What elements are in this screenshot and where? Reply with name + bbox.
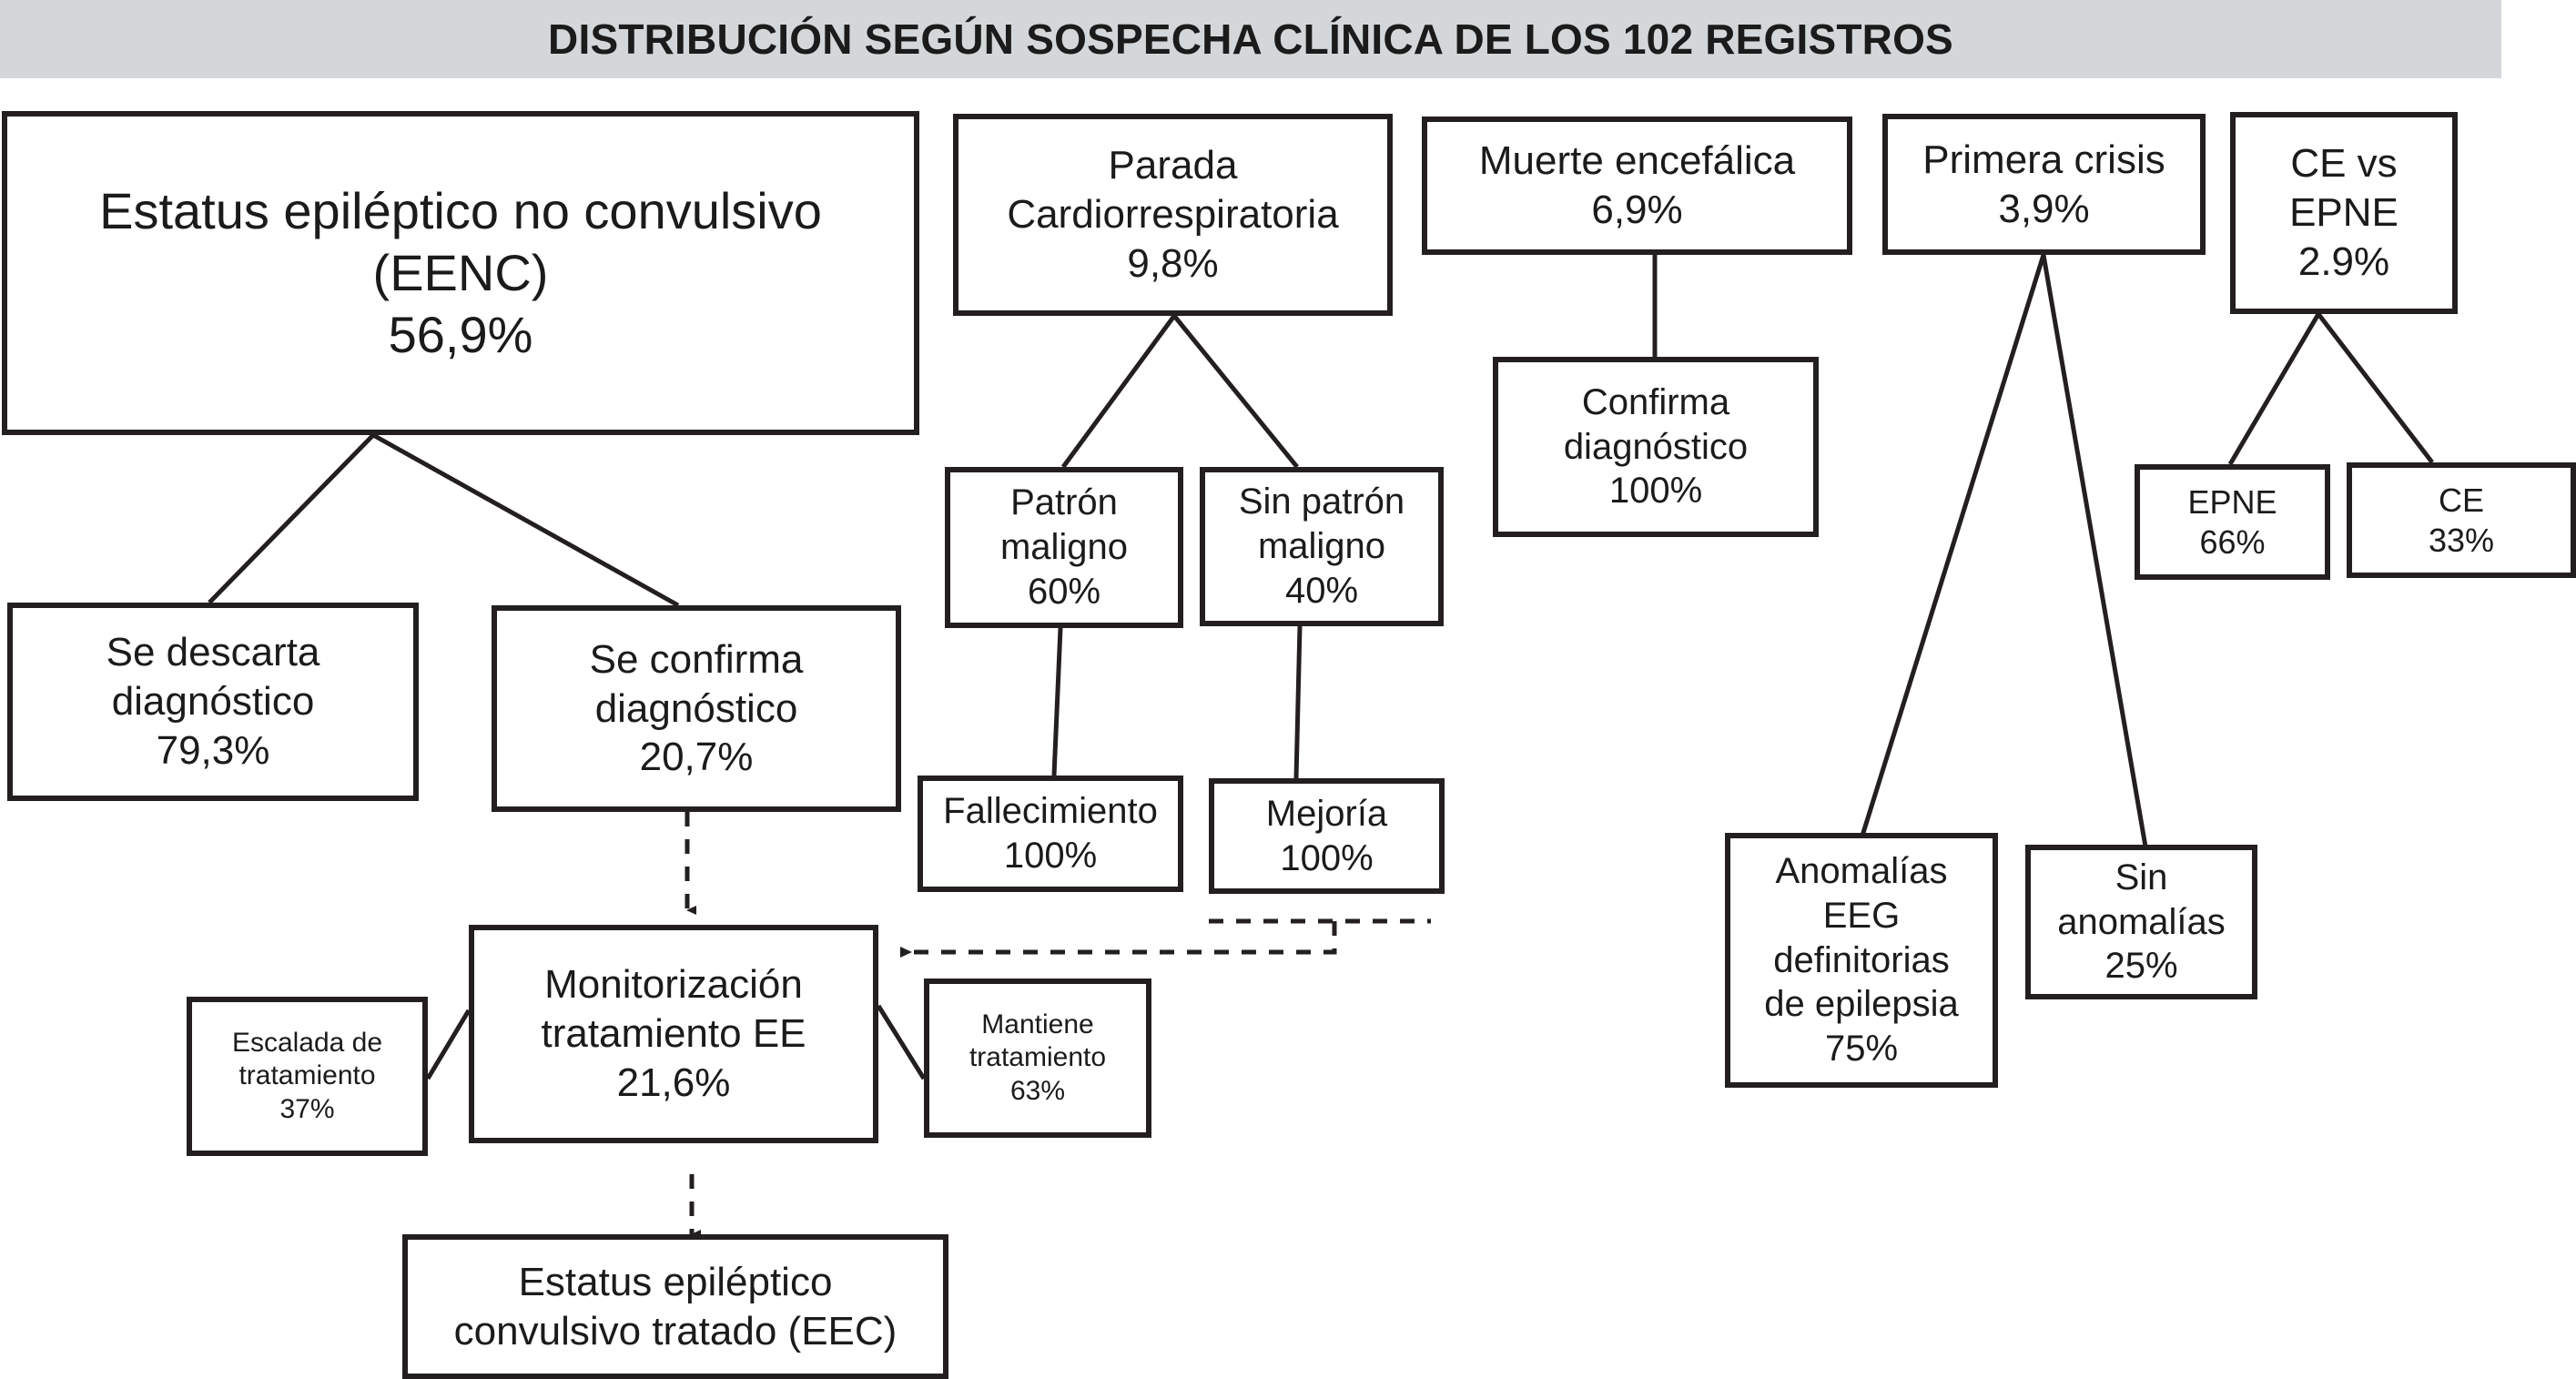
node-mejoria[interactable]: Mejoría 100% [1209, 778, 1445, 894]
node-ce-label: CE 33% [2428, 481, 2495, 559]
node-primera-crisis[interactable]: Primera crisis 3,9% [1882, 114, 2206, 255]
edge-primera-anomalias [1860, 254, 2046, 837]
edge-primera-sinanomalias [2041, 254, 2148, 847]
edge-eenc-confirma [371, 432, 680, 608]
edge-parada-sinpatron [1172, 314, 1299, 469]
node-sin-anomalias[interactable]: Sin anomalías 25% [2025, 845, 2257, 999]
node-eec-label: Estatus epiléptico convulsivo tratado (E… [453, 1259, 898, 1354]
edge-parada-patron [1060, 314, 1177, 469]
node-eec[interactable]: Estatus epiléptico convulsivo tratado (E… [402, 1234, 948, 1379]
node-cevsepne-label: CE vs EPNE 2.9% [2289, 141, 2399, 284]
node-muerte-encefalica[interactable]: Muerte encefálica 6,9% [1422, 117, 1852, 255]
edge-cevsepne-epne [2227, 312, 2321, 466]
node-patron-maligno[interactable]: Patrón maligno 60% [945, 467, 1183, 628]
node-se-descarta-diagnostico[interactable]: Se descarta diagnóstico 79,3% [7, 603, 419, 801]
node-escalada-label: Escalada de tratamiento 37% [231, 1027, 383, 1124]
node-monitorizacion-tratamiento[interactable]: Monitorización tratamiento EE 21,6% [469, 925, 878, 1143]
node-eenc[interactable]: Estatus epiléptico no convulsivo (EENC) … [2, 111, 919, 435]
node-epne[interactable]: EPNE 66% [2135, 464, 2330, 580]
edge-eenc-descarta [208, 433, 375, 604]
node-patron-label: Patrón maligno 60% [999, 482, 1129, 612]
node-mantiene-label: Mantiene tratamiento 63% [969, 1009, 1107, 1106]
node-anomalias-label: Anomalías EEG definitorias de epilepsia … [1764, 851, 1959, 1070]
node-escalada-tratamiento[interactable]: Escalada de tratamiento 37% [187, 997, 428, 1156]
node-confirma-diagnostico-muerte[interactable]: Confirma diagnóstico 100% [1493, 357, 1819, 537]
page-title: DISTRIBUCIÓN SEGÚN SOSPECHA CLÍNICA DE L… [548, 15, 1953, 63]
node-monitorizacion-label: Monitorización tratamiento EE 21,6% [541, 962, 806, 1105]
edge-monitorizacion-mantiene [876, 1004, 927, 1080]
node-confirma-muerte-label: Confirma diagnóstico 100% [1563, 381, 1749, 512]
node-sin-patron-maligno[interactable]: Sin patrón maligno 40% [1200, 467, 1444, 626]
edge-monitorizacion-escalada [425, 1009, 472, 1080]
node-sinanomalias-label: Sin anomalías 25% [2057, 857, 2226, 987]
node-mejoria-label: Mejoría 100% [1265, 793, 1388, 878]
node-fallecimiento[interactable]: Fallecimiento 100% [918, 776, 1183, 892]
node-parada-label: Parada Cardiorrespiratoria 9,8% [1007, 143, 1339, 286]
diagram-title-bar: DISTRIBUCIÓN SEGÚN SOSPECHA CLÍNICA DE L… [0, 0, 2501, 78]
node-epne-label: EPNE 66% [2187, 482, 2277, 561]
node-sinpatron-label: Sin patrón maligno 40% [1238, 482, 1405, 611]
node-eenc-label: Estatus epiléptico no convulsivo (EENC) … [99, 181, 822, 364]
node-se-confirma-diagnostico[interactable]: Se confirma diagnóstico 20,7% [492, 605, 901, 812]
edge-cevsepne-ce [2317, 312, 2434, 464]
edge-patron-fallecimiento [1051, 627, 1063, 776]
node-ce-vs-epne[interactable]: CE vs EPNE 2.9% [2230, 112, 2458, 314]
node-fallecimiento-label: Fallecimiento 100% [943, 791, 1158, 876]
node-primera-label: Primera crisis 3,9% [1922, 137, 2165, 231]
node-mantiene-tratamiento[interactable]: Mantiene tratamiento 63% [924, 978, 1151, 1138]
node-parada-cardiorrespiratoria[interactable]: Parada Cardiorrespiratoria 9,8% [953, 114, 1393, 316]
node-descarta-label: Se descarta diagnóstico 79,3% [106, 630, 320, 773]
node-muerte-label: Muerte encefálica 6,9% [1478, 138, 1796, 232]
node-confirma-eenc-label: Se confirma diagnóstico 20,7% [589, 636, 804, 780]
node-anomalias-eeg[interactable]: Anomalías EEG definitorias de epilepsia … [1725, 833, 1998, 1088]
edge-sinpatron-mejoria [1293, 625, 1303, 779]
node-ce[interactable]: CE 33% [2347, 462, 2576, 578]
edge-mejoria-monitorizacion [900, 921, 1337, 958]
